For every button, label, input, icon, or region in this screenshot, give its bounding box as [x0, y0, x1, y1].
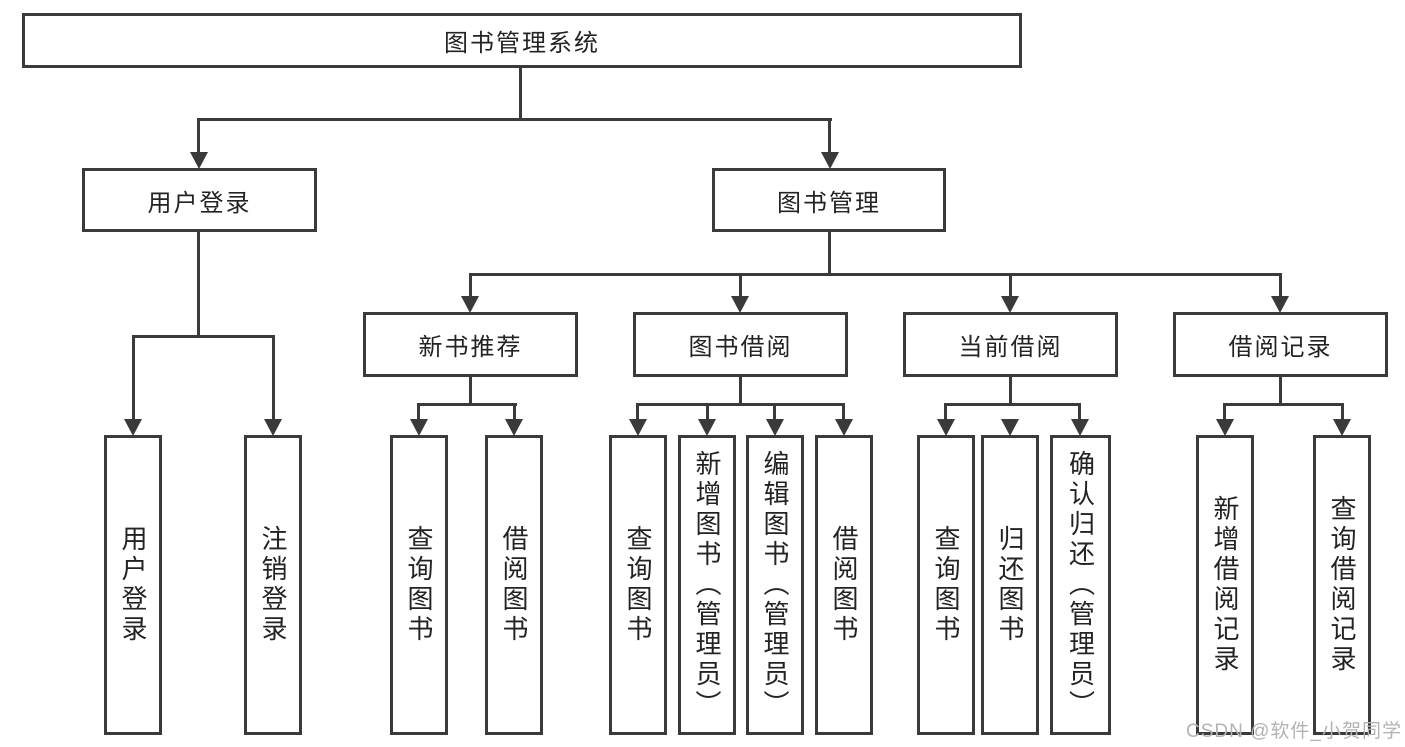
connector-line — [417, 403, 517, 406]
leaf-user-login-label: 用户登录 — [118, 525, 148, 645]
arrow-down-icon — [505, 419, 523, 436]
leaf-query-books-recommend-label: 查询图书 — [404, 525, 434, 645]
node-book-borrow: 图书借阅 — [633, 312, 848, 377]
arrow-down-icon — [1071, 419, 1089, 436]
arrow-down-icon — [124, 419, 142, 436]
connector-line — [417, 405, 420, 421]
connector-line — [469, 275, 472, 297]
leaf-query-books-recommend: 查询图书 — [390, 435, 448, 735]
connector-line — [1078, 405, 1081, 421]
leaf-edit-books-admin: 编辑图书（管理员） — [746, 435, 804, 735]
node-borrow-records-label: 借阅记录 — [1228, 334, 1333, 361]
node-current-borrow: 当前借阅 — [903, 312, 1118, 377]
node-book-borrow-label: 图书借阅 — [688, 334, 793, 361]
connector-line — [706, 405, 709, 421]
connector-line — [197, 120, 200, 154]
arrow-down-icon — [731, 296, 749, 313]
arrow-down-icon — [1001, 296, 1019, 313]
leaf-logout: 注销登录 — [244, 435, 302, 735]
arrow-down-icon — [1216, 419, 1234, 436]
leaf-confirm-return-admin-label: 确认归还（管理员） — [1065, 450, 1096, 720]
leaf-borrow-books-recommend: 借阅图书 — [485, 435, 543, 735]
connector-line — [197, 230, 200, 338]
connector-line — [1009, 375, 1012, 406]
connector-line — [1223, 403, 1344, 406]
arrow-down-icon — [1271, 296, 1289, 313]
leaf-query-borrow-record: 查询借阅记录 — [1313, 435, 1371, 735]
connector-line — [1279, 375, 1282, 406]
leaf-query-books-current-label: 查询图书 — [931, 525, 961, 645]
node-new-book-recommend: 新书推荐 — [363, 312, 578, 377]
connector-line — [132, 337, 135, 421]
connector-line — [132, 335, 275, 338]
connector-line — [842, 405, 845, 421]
connector-line — [944, 405, 947, 421]
node-user-login: 用户登录 — [82, 168, 317, 232]
leaf-add-books-admin-label: 新增图书（管理员） — [692, 450, 722, 720]
leaf-borrow-books: 借阅图书 — [815, 435, 873, 735]
connector-line — [1009, 275, 1012, 297]
connector-line — [272, 337, 275, 421]
connector-line — [828, 120, 831, 154]
leaf-return-books-label: 归还图书 — [995, 525, 1025, 645]
connector-line — [773, 405, 776, 421]
leaf-user-login: 用户登录 — [104, 435, 162, 735]
node-borrow-records: 借阅记录 — [1173, 312, 1388, 377]
connector-line — [739, 375, 742, 406]
node-current-borrow-label: 当前借阅 — [958, 334, 1063, 361]
node-root-label: 图书管理系统 — [444, 30, 600, 57]
connector-line — [1341, 405, 1344, 421]
connector-line — [636, 405, 639, 421]
arrow-down-icon — [766, 419, 784, 436]
watermark: CSDN @软件_小贺同学 — [1186, 721, 1402, 742]
connector-line — [1279, 275, 1282, 297]
leaf-borrow-books-recommend-label: 借阅图书 — [499, 525, 529, 645]
arrow-down-icon — [629, 419, 647, 436]
arrow-down-icon — [1001, 419, 1019, 436]
connector-line — [197, 118, 832, 121]
arrow-down-icon — [1333, 419, 1351, 436]
connector-line — [469, 375, 472, 406]
leaf-query-books-borrow-label: 查询图书 — [623, 525, 653, 645]
leaf-confirm-return-admin: 确认归还（管理员） — [1050, 435, 1111, 735]
connector-line — [1223, 405, 1226, 421]
node-book-management-label: 图书管理 — [777, 189, 881, 217]
arrow-down-icon — [190, 152, 208, 169]
arrow-down-icon — [937, 419, 955, 436]
arrow-down-icon — [461, 296, 479, 313]
connector-line — [828, 230, 831, 276]
arrow-down-icon — [835, 419, 853, 436]
arrow-down-icon — [410, 419, 428, 436]
leaf-add-borrow-record-label: 新增借阅记录 — [1210, 495, 1240, 675]
leaf-add-borrow-record: 新增借阅记录 — [1196, 435, 1254, 735]
node-user-login-label: 用户登录 — [147, 189, 252, 217]
node-book-management: 图书管理 — [712, 168, 946, 232]
connector-line — [944, 403, 1081, 406]
leaf-logout-label: 注销登录 — [258, 525, 288, 645]
connector-line — [739, 275, 742, 297]
leaf-query-borrow-record-label: 查询借阅记录 — [1327, 495, 1357, 675]
connector-line — [636, 403, 845, 406]
arrow-down-icon — [821, 152, 839, 169]
leaf-return-books: 归还图书 — [981, 435, 1039, 735]
leaf-borrow-books-label: 借阅图书 — [829, 525, 859, 645]
connector-line — [513, 405, 516, 421]
arrow-down-icon — [698, 419, 716, 436]
node-root: 图书管理系统 — [22, 13, 1022, 68]
leaf-query-books-borrow: 查询图书 — [609, 435, 667, 735]
leaf-query-books-current: 查询图书 — [917, 435, 975, 735]
connector-line — [469, 273, 1282, 276]
node-new-book-recommend-label: 新书推荐 — [418, 334, 523, 361]
leaf-edit-books-admin-label: 编辑图书（管理员） — [760, 450, 790, 720]
leaf-add-books-admin: 新增图书（管理员） — [678, 435, 736, 735]
connector-line — [519, 66, 522, 120]
arrow-down-icon — [264, 419, 282, 436]
